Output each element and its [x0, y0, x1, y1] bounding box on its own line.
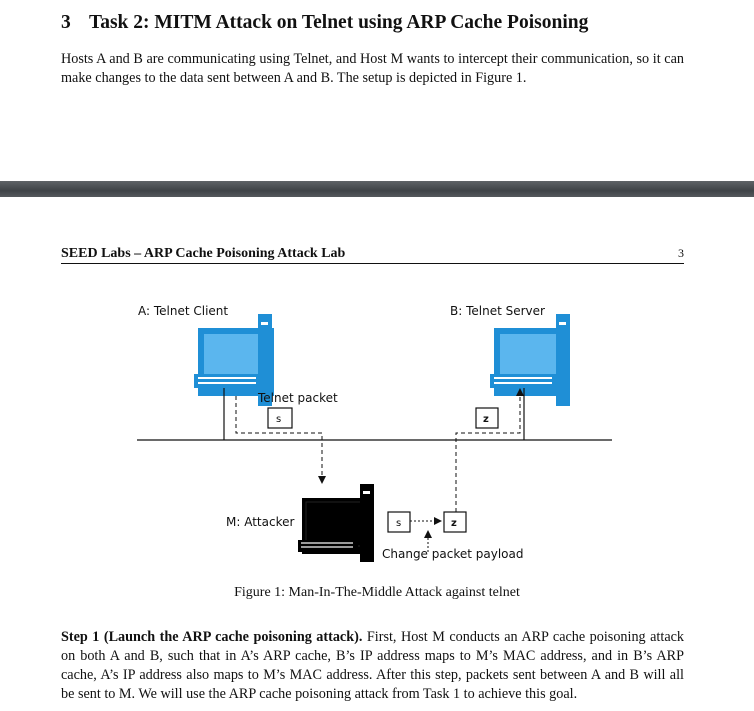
step1-paragraph: Step 1 (Launch the ARP cache poisoning a… [61, 628, 684, 704]
page-number: 3 [678, 246, 684, 260]
attacker-label: M: Attacker [226, 515, 294, 529]
host-a-label: A: Telnet Client [138, 304, 228, 318]
mitm-figure: A: Telnet Client B: Telnet Server Telnet… [137, 304, 612, 562]
step1-heading: Step 1 (Launch the ARP cache poisoning a… [61, 629, 363, 645]
section-heading: 3 Task 2: MITM Attack on Telnet using ARP… [61, 12, 588, 34]
packet-s-box-m [387, 511, 411, 533]
intro-paragraph: Hosts A and B are communicating using Te… [61, 51, 684, 86]
step1-body: First, Host M conducts an ARP cache pois… [61, 629, 685, 702]
payload-label: Change packet payload [382, 547, 523, 561]
page-divider [0, 181, 754, 197]
packet-z-label-b: z [483, 414, 489, 425]
running-head: SEED Labs – ARP Cache Poisoning Attack L… [61, 242, 684, 264]
packet-s-label-m: s [396, 518, 401, 529]
packet-z-box-m [443, 511, 467, 533]
host-b-computer-icon [490, 314, 570, 406]
section-number: 3 [61, 12, 71, 33]
host-a-computer-icon [194, 314, 274, 406]
packet-z-box-b [475, 407, 499, 429]
section-title: Task 2: MITM Attack on Telnet using ARP … [89, 12, 589, 33]
figure-caption: Figure 1: Man-In-The-Middle Attack again… [234, 585, 520, 600]
packet-s-box [267, 407, 293, 429]
packet-z-label-m: z [451, 518, 457, 529]
host-b-label: B: Telnet Server [450, 304, 545, 318]
packet-s-label: s [276, 414, 281, 425]
packet-path-a-to-m [235, 396, 326, 484]
attacker-computer-icon [298, 484, 374, 562]
telnet-packet-label: Telnet packet [257, 391, 338, 405]
running-head-title: SEED Labs – ARP Cache Poisoning Attack L… [61, 246, 346, 261]
packet-path-m-to-b [455, 388, 524, 512]
